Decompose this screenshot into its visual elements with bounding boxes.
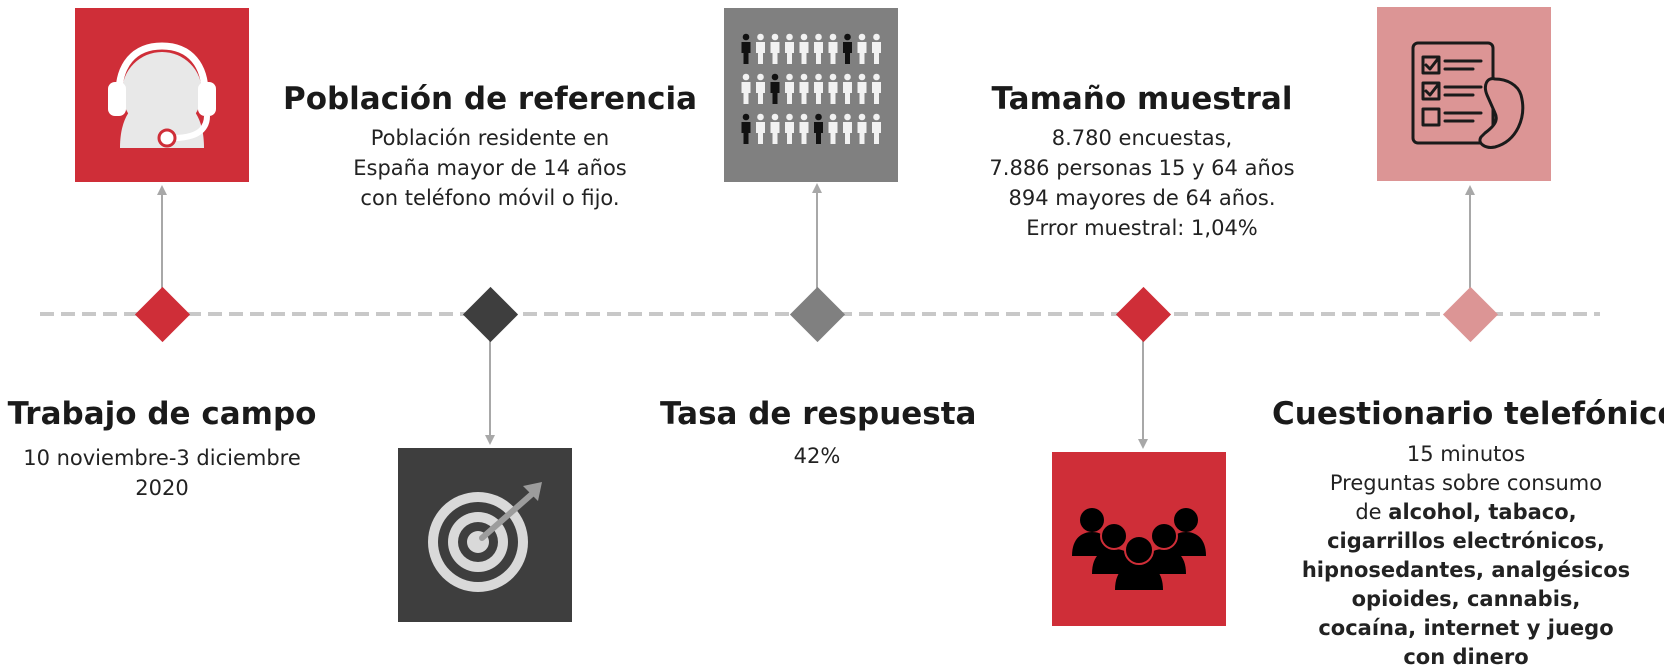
- person-figure: [741, 113, 751, 144]
- tasa-details: 42%: [660, 441, 974, 471]
- person-figure: [785, 33, 794, 64]
- person-figure: [756, 33, 765, 64]
- person-figure: [814, 113, 823, 144]
- tamano-line: 894 mayores de 64 años.: [1008, 186, 1276, 210]
- person-figure: [756, 113, 765, 144]
- tamano-line: Error muestral: 1,04%: [1026, 216, 1258, 240]
- tasa-line: 42%: [793, 444, 841, 468]
- person-figure: [799, 33, 809, 64]
- person-figure: [872, 33, 881, 64]
- person-figure: [843, 113, 852, 144]
- person-figure: [741, 33, 751, 64]
- person-figure: [872, 113, 881, 144]
- person-figure: [843, 73, 852, 104]
- person-figure: [814, 33, 823, 64]
- cuestionario-icon-box: [1377, 7, 1551, 181]
- person-figure: [828, 73, 838, 104]
- cuestionario-prefix: de: [1355, 500, 1389, 524]
- person-figure: [814, 73, 823, 104]
- trabajo-line: 10 noviembre-3 diciembre: [23, 446, 301, 470]
- cuestionario-topic-bold: alcohol, tabaco,: [1388, 500, 1577, 524]
- tamano-line: 8.780 encuestas,: [1051, 126, 1233, 150]
- cuestionario-topics-intro: Preguntas sobre consumo: [1329, 471, 1603, 495]
- tamano-title: Tamaño muestral: [991, 81, 1293, 117]
- person-figure: [857, 73, 867, 104]
- people-grid-icon: [741, 33, 881, 144]
- person-figure: [785, 73, 794, 104]
- trabajo-title: Trabajo de campo: [7, 396, 317, 432]
- person-figure: [770, 33, 780, 64]
- tamano-details: 8.780 encuestas, 7.886 personas 15 y 64 …: [960, 123, 1324, 243]
- cuestionario-details: 15 minutos Preguntas sobre consumo de al…: [1272, 440, 1660, 672]
- tasa-title: Tasa de respuesta: [660, 396, 977, 432]
- tamano-icon-box: [1052, 452, 1226, 626]
- trabajo-details: 10 noviembre-3 diciembre 2020: [0, 443, 324, 503]
- cuestionario-topic-line: opioides, cannabis,: [1351, 587, 1581, 611]
- person-figure: [756, 73, 765, 104]
- person-figure: [828, 113, 838, 144]
- group-icon: [1072, 508, 1206, 590]
- person-figure: [741, 73, 751, 104]
- person-figure: [799, 113, 809, 144]
- tasa-icon-box: [724, 8, 898, 182]
- person-figure: [770, 73, 780, 104]
- person-figure: [785, 113, 794, 144]
- person-figure: [857, 113, 867, 144]
- poblacion-line: con teléfono móvil o fijo.: [360, 186, 620, 210]
- target-dart-icon: [428, 482, 542, 592]
- person-figure: [770, 113, 780, 144]
- trabajo-line: 2020: [135, 476, 189, 500]
- poblacion-icon-box: [398, 448, 572, 622]
- tamano-line: 7.886 personas 15 y 64 años: [989, 156, 1295, 180]
- poblacion-line: España mayor de 14 años: [353, 156, 627, 180]
- poblacion-details: Población residente en España mayor de 1…: [280, 123, 700, 213]
- poblacion-line: Población residente en: [370, 126, 610, 150]
- headset-support-icon: [108, 42, 216, 148]
- cuestionario-topic-line: con dinero: [1403, 645, 1529, 669]
- person-figure: [857, 33, 867, 64]
- cuestionario-title: Cuestionario telefónico: [1272, 396, 1664, 432]
- person-figure: [828, 33, 838, 64]
- trabajo-icon-box: [75, 8, 249, 182]
- cuestionario-topic-line: cigarrillos electrónicos,: [1327, 529, 1605, 553]
- person-figure: [872, 73, 881, 104]
- person-figure: [843, 33, 852, 64]
- person-figure: [799, 73, 809, 104]
- checklist-phone-icon: [1411, 41, 1525, 149]
- cuestionario-topic-line: hipnosedantes, analgésicos: [1301, 558, 1631, 582]
- poblacion-title: Población de referencia: [282, 81, 698, 117]
- cuestionario-topic-line: cocaína, internet y juego: [1318, 616, 1614, 640]
- cuestionario-topics-first: de alcohol, tabaco,: [1272, 498, 1660, 527]
- cuestionario-duration: 15 minutos: [1406, 442, 1526, 466]
